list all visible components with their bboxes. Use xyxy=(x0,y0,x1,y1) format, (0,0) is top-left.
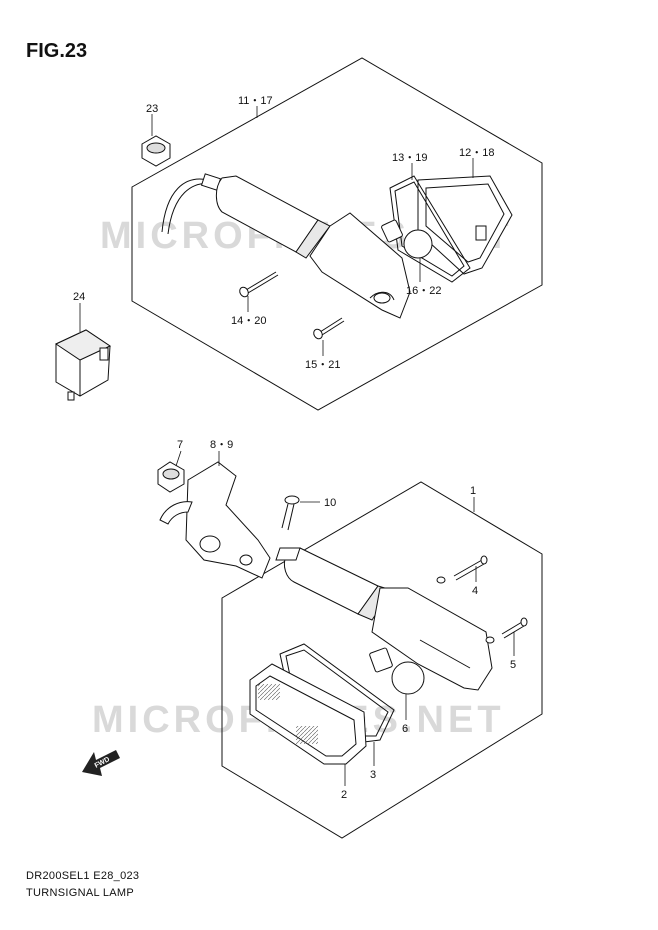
screw-15-21 xyxy=(313,317,345,340)
front-lamp-housing xyxy=(275,547,493,691)
rear-lamp-bulb xyxy=(381,219,433,259)
fwd-arrow-icon: FWD xyxy=(82,750,120,776)
callout-23: 23 xyxy=(146,103,158,115)
bolt-10 xyxy=(281,495,300,531)
upper-assembly-frame xyxy=(131,57,543,411)
figure-title: FIG.23 xyxy=(26,40,88,62)
lower-assembly-frame xyxy=(221,481,543,839)
callout-11-17: 11・17 xyxy=(238,95,273,107)
bracket-8-9 xyxy=(159,461,271,579)
front-lamp-lens xyxy=(249,663,367,765)
rear-lamp-housing xyxy=(215,175,411,319)
fwd-label: FWD xyxy=(94,756,111,770)
callout-16-22: 16・22 xyxy=(406,285,441,297)
callout-3: 3 xyxy=(370,769,376,781)
callout-6: 6 xyxy=(402,723,408,735)
nut-23 xyxy=(141,135,171,167)
callout-4: 4 xyxy=(472,585,478,597)
nut-7 xyxy=(157,461,185,493)
callout-5: 5 xyxy=(510,659,516,671)
screw-14-20 xyxy=(239,271,279,298)
callout-8-9: 8・9 xyxy=(210,439,233,451)
callout-1: 1 xyxy=(470,485,476,497)
callout-12-18: 12・18 xyxy=(459,147,494,159)
callout-7: 7 xyxy=(177,439,183,451)
callout-24: 24 xyxy=(73,291,85,303)
screw-5 xyxy=(485,617,528,644)
screw-4 xyxy=(436,555,488,584)
relay-24 xyxy=(54,329,112,401)
front-lamp-bulb xyxy=(369,647,425,695)
callout-14-20: 14・20 xyxy=(231,315,266,327)
diagram-title: TURNSIGNAL LAMP xyxy=(26,887,135,899)
diagram-code: DR200SEL1 E28_023 xyxy=(26,870,140,882)
leader-lines xyxy=(79,106,515,786)
callout-15-21: 15・21 xyxy=(305,359,340,371)
callout-10: 10 xyxy=(324,497,336,509)
callout-2: 2 xyxy=(341,789,347,801)
callout-13-19: 13・19 xyxy=(392,152,427,164)
